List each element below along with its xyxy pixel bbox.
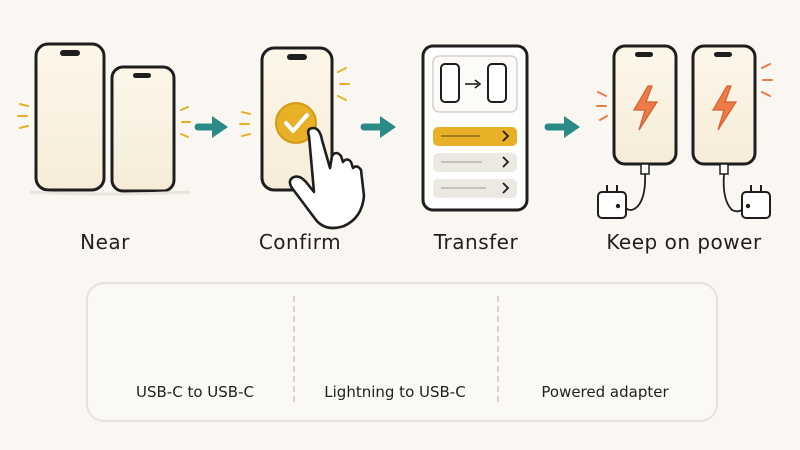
glow-icon	[239, 67, 350, 137]
lightning-bolt-icon	[711, 85, 738, 131]
panel-divider	[293, 296, 295, 402]
checkmark-icon	[275, 102, 317, 144]
transfer-pending-row	[433, 153, 517, 172]
arrow-right-icon	[360, 116, 396, 138]
step-confirm-illustration	[239, 46, 366, 230]
phone-icon	[440, 63, 460, 103]
phone-icon	[110, 65, 176, 193]
cable-label-usbc-usbc: USB-C to USB-C	[136, 383, 254, 401]
step-label-keep-on-power: Keep on power	[606, 230, 762, 254]
panel-divider	[497, 296, 499, 402]
power-adapter-icon	[741, 185, 771, 219]
cable-label-lightning-usbc: Lightning to USB-C	[324, 383, 466, 401]
cable-label-powered-adapter: Powered adapter	[541, 383, 669, 401]
proximity-glow-icon	[17, 103, 191, 138]
power-adapter-icon	[597, 185, 627, 219]
step-transfer-illustration	[421, 44, 529, 212]
step-power-illustration	[596, 44, 773, 219]
lightning-bolt-icon	[632, 85, 659, 131]
step-label-transfer: Transfer	[433, 230, 519, 254]
hand-icon	[288, 126, 366, 230]
step-label-near: Near	[80, 230, 130, 254]
arrow-right-icon	[194, 116, 228, 138]
arrow-right-icon	[465, 79, 482, 89]
step-near-illustration	[17, 42, 191, 196]
glow-icon	[596, 63, 773, 121]
step-label-confirm: Confirm	[258, 230, 342, 254]
cable-options-panel	[86, 282, 718, 422]
transfer-progress-row	[433, 127, 517, 146]
phone-icon	[487, 63, 507, 103]
phone-icon	[34, 42, 106, 192]
transfer-pending-row	[433, 179, 517, 198]
arrow-right-icon	[544, 116, 580, 138]
